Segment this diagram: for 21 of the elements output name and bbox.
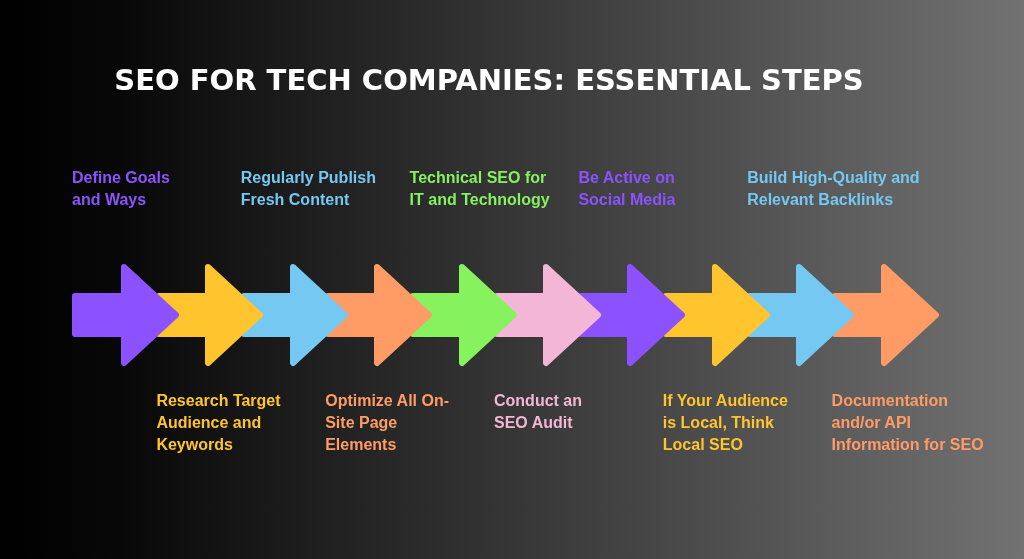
arrow-step-shape [325, 264, 433, 366]
step-label: Build High-Quality and Relevant Backlinks [747, 168, 921, 210]
arrow-step-shape [831, 264, 939, 366]
arrow-step-shape [494, 264, 601, 366]
diagram-title: SEO FOR TECH COMPANIES: ESSENTIAL STEPS [114, 62, 864, 99]
step-label: Research Target Audience and Keywords [156, 391, 282, 455]
step-label: Optimize All On-Site Page Elements [325, 391, 451, 455]
step-label: Technical SEO for IT and Technology [409, 168, 551, 210]
step-label: Documentation and/or API Information for SEO [831, 391, 985, 455]
arrow-step-shape [72, 264, 179, 366]
step-label: Conduct an SEO Audit [494, 391, 583, 433]
step-label: Regularly Publish Fresh Content [240, 168, 377, 210]
step-label: If Your Audience is Local, Think Local SEO [662, 391, 789, 455]
arrow-step-shape [578, 264, 686, 366]
step-label: Define Goals and Ways [72, 168, 171, 210]
arrow-step-shape [240, 264, 348, 366]
step-label: Be Active on Social Media [578, 168, 677, 210]
arrow-step-shape [156, 264, 264, 366]
arrow-step-shape [662, 264, 770, 366]
arrow-step-shape [409, 264, 517, 366]
arrow-step-shape [747, 264, 855, 366]
